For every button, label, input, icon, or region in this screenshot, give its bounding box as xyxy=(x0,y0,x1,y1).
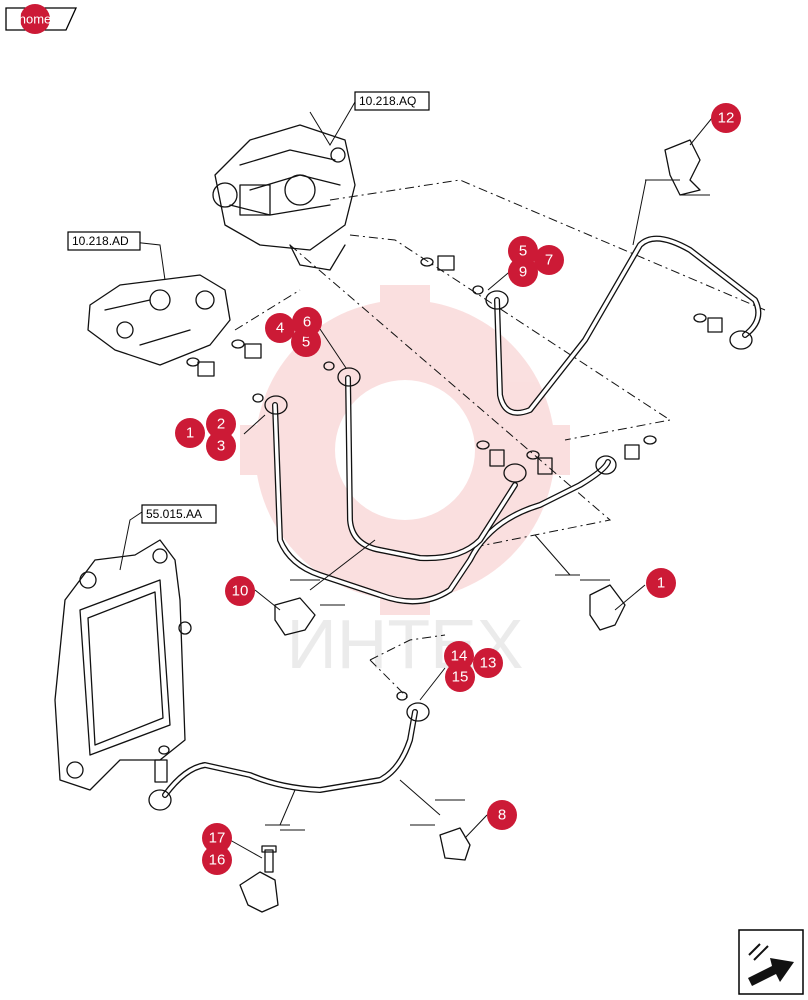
callout-15[interactable]: 15 xyxy=(445,662,475,692)
ref-label-housing-text: 10.218.AD xyxy=(72,234,129,248)
home-label: home xyxy=(19,12,52,27)
callout-7[interactable]: 7 xyxy=(534,245,564,275)
assembly-lines xyxy=(234,179,766,701)
ref-label-pump-text: 10.218.AQ xyxy=(359,94,416,108)
svg-text:1: 1 xyxy=(186,425,194,442)
ref-label-housing[interactable]: 10.218.AD xyxy=(67,231,141,251)
svg-text:2: 2 xyxy=(217,416,225,433)
watermark: ИНТЕХ xyxy=(240,285,570,683)
callout-17[interactable]: 17 xyxy=(202,823,232,853)
svg-text:17: 17 xyxy=(209,830,226,847)
fittings xyxy=(154,255,723,783)
o-rings xyxy=(252,285,484,701)
ecu-module xyxy=(54,539,192,791)
svg-text:15: 15 xyxy=(452,669,469,686)
callout-13[interactable]: 13 xyxy=(473,648,503,678)
callout-3[interactable]: 3 xyxy=(206,431,236,461)
callout-8[interactable]: 8 xyxy=(487,800,517,830)
section-markers xyxy=(265,179,710,831)
callout-4[interactable]: 4 xyxy=(265,313,295,343)
svg-text:5: 5 xyxy=(519,243,527,260)
svg-text:6: 6 xyxy=(303,314,311,331)
svg-text:1: 1 xyxy=(657,575,665,592)
callout-12[interactable]: 12 xyxy=(711,103,741,133)
callout-1-a[interactable]: 1 xyxy=(175,418,205,448)
home-button[interactable]: home xyxy=(5,4,78,34)
callout-1-b[interactable]: 1 xyxy=(646,568,676,598)
callout-2[interactable]: 2 xyxy=(206,409,236,439)
pipes xyxy=(162,235,762,798)
svg-text:5: 5 xyxy=(302,334,310,351)
svg-text:4: 4 xyxy=(276,320,284,337)
callout-6[interactable]: 6 xyxy=(292,307,322,337)
callout-16[interactable]: 16 xyxy=(202,845,232,875)
svg-text:10: 10 xyxy=(232,583,249,600)
arrow-next-icon xyxy=(748,943,794,986)
housing-block xyxy=(87,274,231,366)
ref-label-pump[interactable]: 10.218.AQ xyxy=(354,91,430,111)
fuel-pump xyxy=(212,124,356,271)
svg-text:3: 3 xyxy=(217,438,225,455)
svg-text:16: 16 xyxy=(209,852,226,869)
pipe-nuts xyxy=(148,290,753,811)
svg-text:13: 13 xyxy=(480,655,497,672)
ref-label-ecu[interactable]: 55.015.AA xyxy=(141,504,217,524)
ref-label-ecu-text: 55.015.AA xyxy=(146,507,202,521)
svg-text:9: 9 xyxy=(519,264,527,281)
svg-text:8: 8 xyxy=(498,807,506,824)
callout-10[interactable]: 10 xyxy=(225,576,255,606)
callout-5-b[interactable]: 5 xyxy=(508,236,538,266)
svg-text:7: 7 xyxy=(545,252,553,269)
svg-text:12: 12 xyxy=(718,110,735,127)
next-page-button[interactable] xyxy=(738,929,804,995)
callout-9[interactable]: 9 xyxy=(508,257,538,287)
svg-text:14: 14 xyxy=(451,648,468,665)
